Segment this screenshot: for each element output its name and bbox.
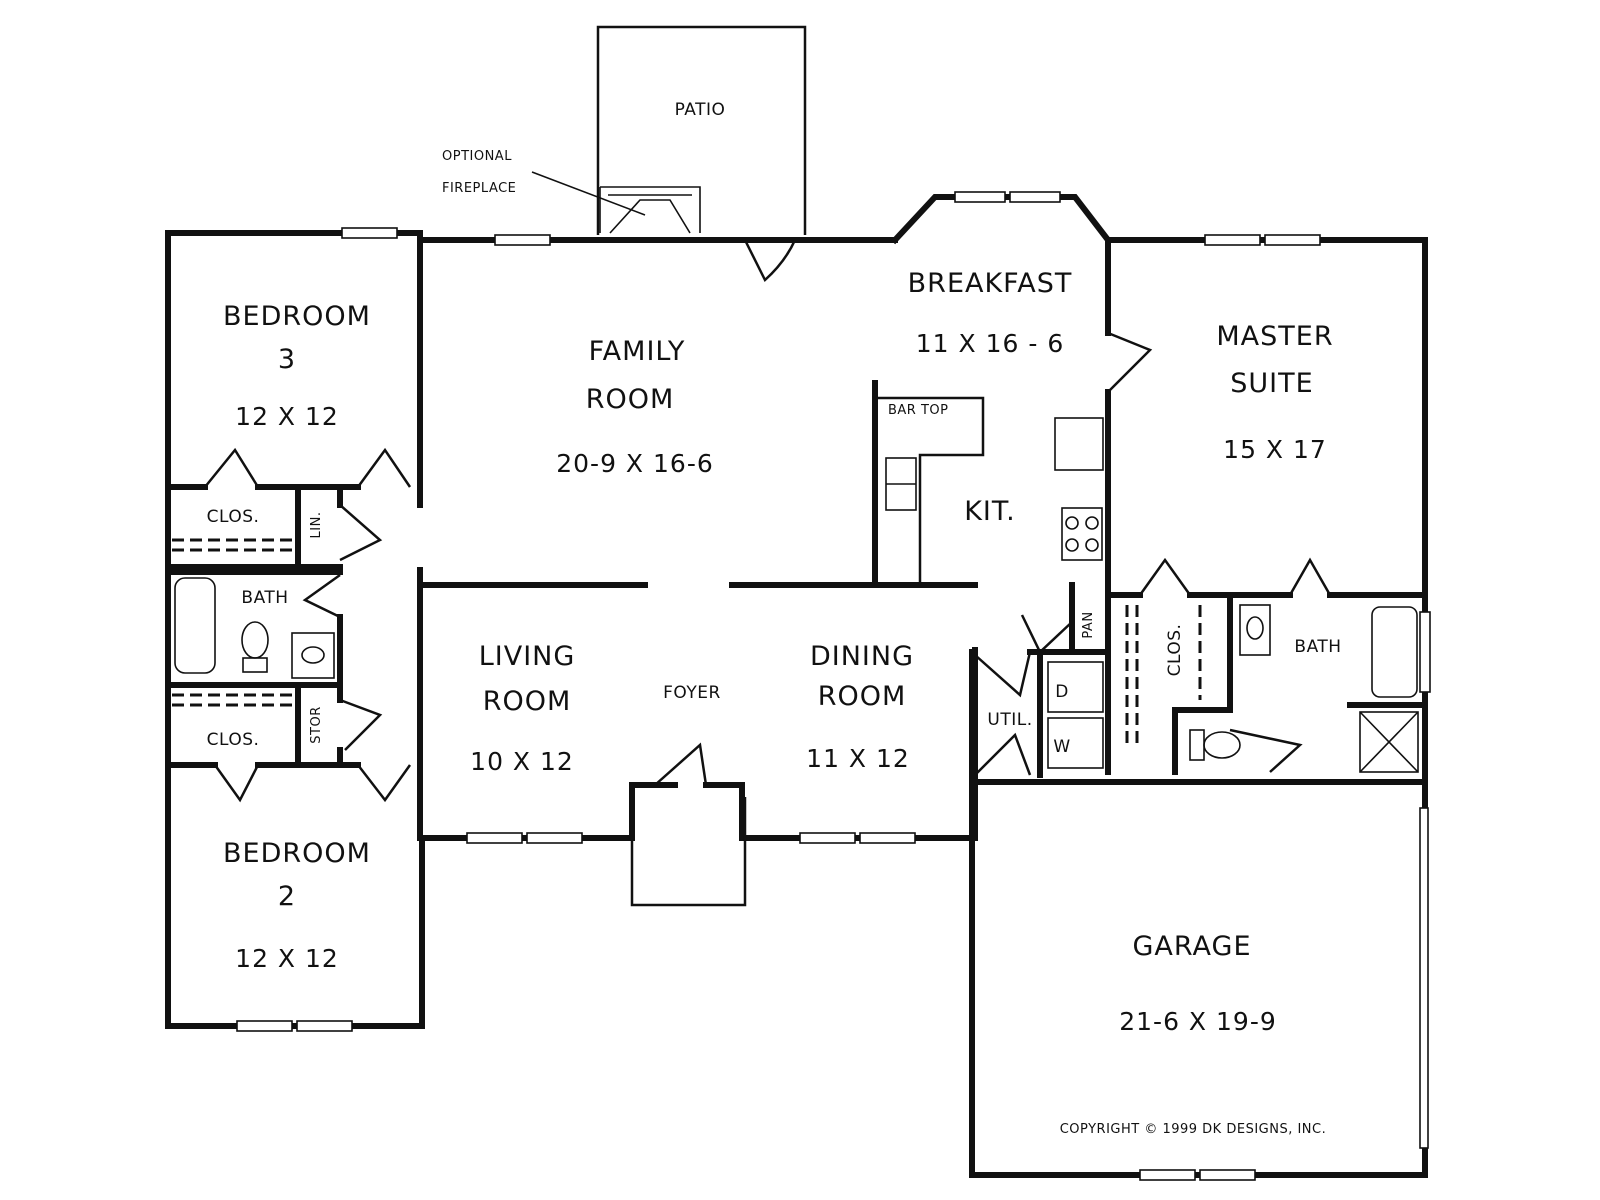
fireplace-leader [531, 171, 646, 216]
shower [1359, 711, 1419, 773]
refrigerator [1054, 417, 1104, 471]
lower-closet-label: CLOS. [207, 730, 260, 750]
range [1061, 507, 1103, 561]
dining-room-label-2: ROOM [818, 681, 907, 712]
utility-label: UTIL. [987, 710, 1032, 730]
master-bathtub [1371, 606, 1418, 698]
living-room-label-2: ROOM [483, 686, 572, 717]
pantry-label: PAN [1081, 611, 1096, 638]
fireplace-note-2: FIREPLACE [442, 181, 516, 196]
bedroom3-label: BEDROOM [223, 301, 371, 332]
hall-sink [291, 632, 335, 679]
dining-room-size: 11 X 12 [806, 744, 910, 773]
dining-front-wall [703, 782, 975, 841]
patio-door [743, 239, 797, 283]
interior-walls [165, 380, 1428, 841]
bedroom2-number: 2 [278, 881, 296, 912]
doors [204, 239, 1332, 803]
upper-closet-label: CLOS. [207, 507, 260, 527]
bedroom3-number: 3 [278, 344, 296, 375]
bar-top-counter [877, 396, 985, 585]
copyright-notice: COPYRIGHT © 1999 DK DESIGNS, INC. [1060, 1122, 1327, 1137]
breakfast-bay-wall [890, 194, 1113, 245]
breakfast-label: BREAKFAST [908, 268, 1073, 299]
foyer-label: FOYER [663, 683, 721, 703]
patio-outline [596, 25, 807, 235]
exterior-walls [165, 25, 1428, 1178]
windows [236, 191, 1431, 1181]
family-room-size: 20-9 X 16-6 [556, 449, 714, 478]
garage-size: 21-6 X 19-9 [1119, 1007, 1277, 1036]
room-labels: PATIO OPTIONAL FIREPLACE BEDROOM 3 12 X … [207, 100, 1341, 1137]
fixtures [172, 171, 1419, 773]
dryer-label: D [1055, 682, 1069, 702]
dining-room-label-1: DINING [810, 641, 914, 672]
hall-bath-label: BATH [241, 588, 288, 608]
living-room-label-1: LIVING [479, 641, 576, 672]
fireplace [599, 186, 701, 234]
porch-outline [630, 797, 747, 907]
master-closet-label: CLOS. [1165, 624, 1185, 677]
washer [1047, 717, 1104, 769]
front-door [654, 742, 708, 786]
living-front-wall [419, 782, 678, 841]
master-door [1107, 331, 1153, 393]
breakfast-size: 11 X 16 - 6 [916, 329, 1064, 358]
master-toilet [1203, 731, 1241, 759]
master-sink [1239, 604, 1271, 656]
family-room-label-2: ROOM [586, 384, 675, 415]
family-room-label-1: FAMILY [589, 336, 686, 367]
master-suite-label-2: SUITE [1230, 368, 1313, 399]
fireplace-note-1: OPTIONAL [442, 149, 512, 164]
bedroom3-wall [165, 230, 423, 1029]
master-bath-label: BATH [1294, 637, 1341, 657]
hall-bathtub [174, 577, 216, 674]
bar-top-label: BAR TOP [888, 403, 949, 418]
master-suite-size: 15 X 17 [1223, 435, 1327, 464]
hall-toilet [241, 621, 269, 659]
garage-label: GARAGE [1132, 931, 1251, 962]
living-room-size: 10 X 12 [470, 747, 574, 776]
washer-label: W [1053, 737, 1070, 757]
bedroom2-label: BEDROOM [223, 838, 371, 869]
master-suite-label-1: MASTER [1216, 321, 1333, 352]
garage-wall [969, 779, 1428, 1178]
patio-label: PATIO [675, 100, 726, 120]
kitchen-label: KIT. [964, 496, 1016, 527]
bedroom3-size: 12 X 12 [235, 402, 339, 431]
dryer [1047, 661, 1104, 713]
linen-label: LIN. [309, 512, 324, 539]
storage-label: STOR [309, 706, 324, 743]
bedroom2-size: 12 X 12 [235, 944, 339, 973]
